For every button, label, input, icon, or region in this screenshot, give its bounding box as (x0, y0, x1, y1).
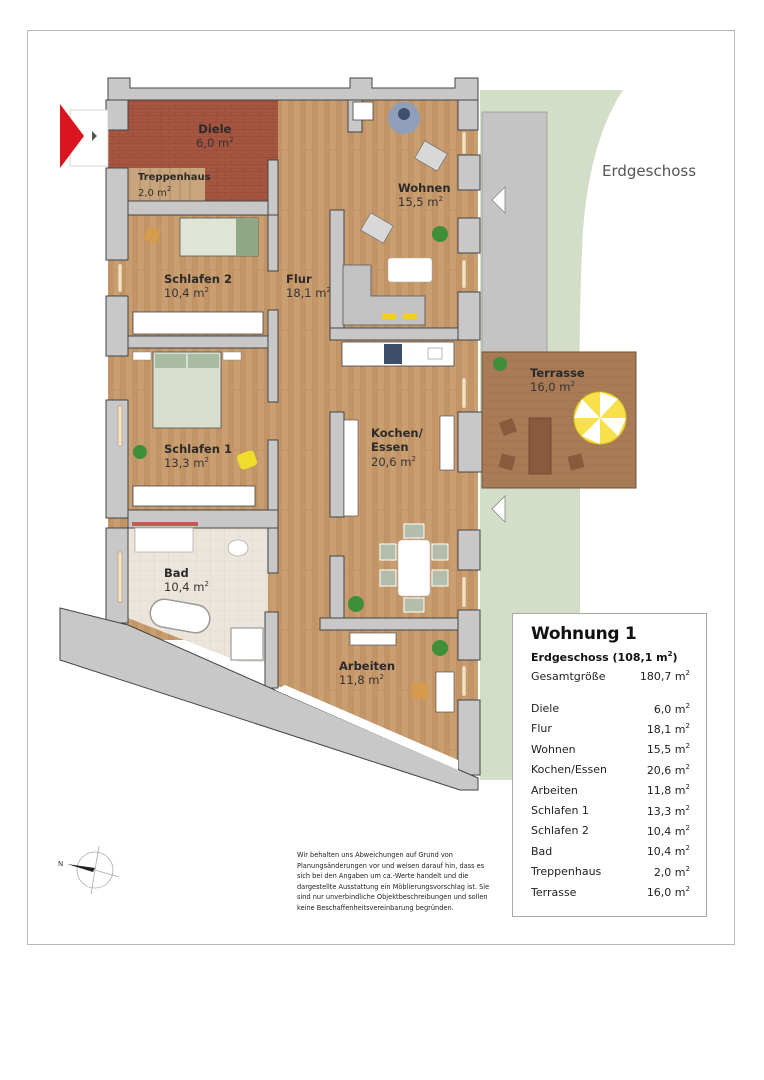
shower (230, 627, 264, 661)
room-label-arbeiten: Arbeiten 11,8 m2 (339, 659, 396, 688)
terrasse-table (528, 417, 552, 475)
diagonal-wall (59, 607, 479, 791)
stairs (130, 168, 205, 201)
room-label-terrasse: Terrasse 16,0 m2 (530, 366, 585, 395)
room-label-kochen-essen: Kochen/ Essen 20,6 m2 (371, 426, 423, 469)
floor-title: Erdgeschoss (602, 162, 697, 180)
parasol-icon (573, 391, 627, 445)
entrance-arrow-icon (60, 104, 84, 168)
apartment-info-box: Wohnung 1 Erdgeschoss (108,1 m2) Gesamtg… (512, 613, 707, 917)
walkway-arrow-1 (491, 186, 506, 214)
room-label-schlafen1: Schlafen 1 13,3 m2 (164, 442, 232, 471)
room-label-schlafen2: Schlafen 2 10,4 m2 (164, 272, 232, 301)
dining-table (397, 539, 431, 597)
compass-icon: N (58, 845, 120, 895)
room-label-treppenhaus: Treppenhaus 2,0 m2 (138, 172, 211, 199)
page-frame (27, 30, 735, 945)
room-label-bad: Bad 10,4 m2 (164, 566, 209, 595)
room-label-diele: Diele 6,0 m2 (196, 122, 234, 151)
bathtub (149, 598, 211, 634)
floor-subtitle: Erdgeschoss (108,1 m2) (531, 650, 678, 664)
sofa (342, 264, 426, 326)
room-label-wohnen: Wohnen 15,5 m2 (398, 181, 451, 210)
diele-floor (108, 100, 278, 168)
walkway (481, 111, 548, 353)
compass-north-label: N (58, 860, 63, 868)
walkway-arrow-2 (491, 495, 506, 523)
total-size-row: Gesamtgröße 180,7 m2 (531, 669, 690, 684)
apartment-title: Wohnung 1 (531, 624, 637, 644)
room-label-flur: Flur 18,1 m2 (286, 272, 331, 301)
disclaimer-text: Wir behalten uns Abweichungen auf Grund … (297, 851, 490, 912)
